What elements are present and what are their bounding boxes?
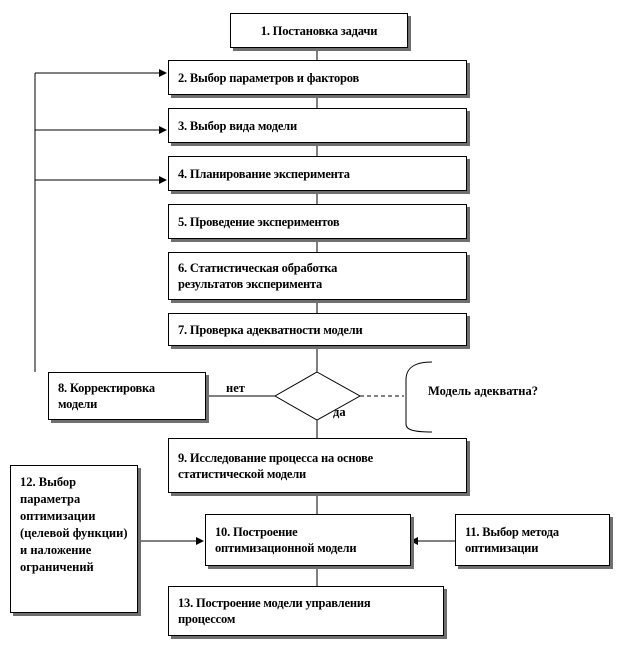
node-2-box: 2. Выбор параметров и факторов: [168, 60, 467, 95]
node-8-box: 8. Корректировка модели: [48, 372, 206, 420]
node-5-box: 5. Проведение экспериментов: [168, 204, 467, 239]
decision-yes-label: да: [333, 405, 346, 419]
node-12-box: 12. Выбор параметра оптимизации (целевой…: [10, 465, 138, 613]
node-13-text: 13. Построение модели управления процесс…: [178, 596, 371, 626]
decision-diamond: [273, 371, 362, 421]
decision-question: Модель адекватна?: [428, 384, 538, 398]
node-9-text: 9. Исследование процесса на основе стати…: [178, 450, 374, 481]
node-7-text: 7. Проверка адекватности модели: [178, 322, 363, 337]
node-10-text: 10. Построение оптимизационной модели: [215, 525, 357, 555]
decision-no-label: нет: [226, 381, 245, 395]
question-brace: [405, 361, 433, 433]
node-7-box: 7. Проверка адекватности модели: [168, 313, 467, 346]
node-3-box: 3. Выбор вида модели: [168, 108, 467, 143]
node-4-box: 4. Планирование эксперимента: [168, 156, 467, 191]
node-3-text: 3. Выбор вида модели: [178, 118, 297, 133]
node-6-text: 6. Статистическая обработка результатов …: [178, 261, 338, 291]
node-1-box: 1. Постановка задачи: [230, 13, 408, 48]
node-6-box: 6. Статистическая обработка результатов …: [168, 252, 467, 300]
node-5-text: 5. Проведение экспериментов: [178, 214, 340, 229]
node-11-box: 11. Выбор метода оптимизации: [455, 514, 610, 566]
node-4-text: 4. Планирование эксперимента: [178, 166, 350, 181]
node-1-text: 1. Постановка задачи: [260, 23, 378, 38]
node-12-text: 12. Выбор параметра оптимизации (целевой…: [20, 475, 128, 574]
node-8-text: 8. Корректировка модели: [58, 381, 155, 411]
node-9-box: 9. Исследование процесса на основе стати…: [168, 438, 467, 493]
node-13-box: 13. Построение модели управления процесс…: [168, 586, 444, 636]
node-10-box: 10. Построение оптимизационной модели: [205, 514, 411, 566]
node-2-text: 2. Выбор параметров и факторов: [178, 70, 360, 85]
node-11-text: 11. Выбор метода оптимизации: [465, 525, 559, 555]
